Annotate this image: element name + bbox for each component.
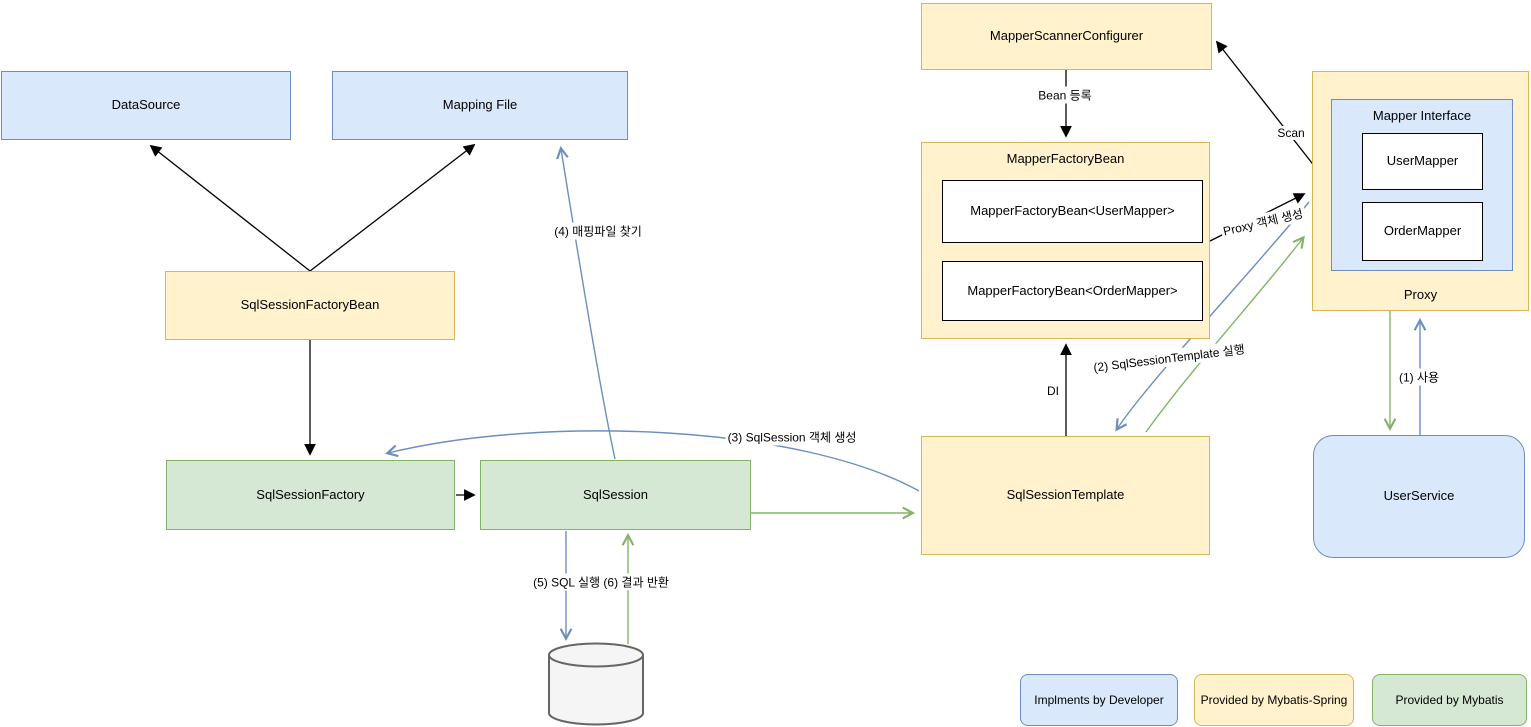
node-proxy: Mapper Interface UserMapper OrderMapper … <box>1312 71 1529 311</box>
node-sql-session-factory: SqlSessionFactory <box>166 460 455 530</box>
node-mapping-file: Mapping File <box>332 71 628 140</box>
edge-label-find-mapping: (4) 매핑파일 찾기 <box>552 222 644 240</box>
edge-label-di: DI <box>1045 384 1061 398</box>
edge-label-use: (1) 사용 <box>1396 368 1442 386</box>
edge-ssfb-to-datasource <box>149 144 311 272</box>
edge-ss-to-mappingfile-find <box>556 145 616 460</box>
node-order-mapper: OrderMapper <box>1362 202 1483 261</box>
node-sql-session: SqlSession <box>480 460 751 530</box>
node-proxy-title: Proxy <box>1403 286 1438 302</box>
node-order-mapper-label: OrderMapper <box>1383 223 1462 239</box>
node-user-mapper-label: UserMapper <box>1386 153 1459 169</box>
node-mapping-file-label: Mapping File <box>442 97 518 113</box>
legend-provided-by-mybatis-spring-label: Provided by Mybatis-Spring <box>1200 693 1348 707</box>
edge-label-sql-exec-result: (5) SQL 실행 (6) 결과 반환 <box>531 573 671 591</box>
node-mapper-interface-title: Mapper Interface <box>1372 108 1472 123</box>
node-mapper-factory-bean-user-label: MapperFactoryBean<UserMapper> <box>970 203 1175 219</box>
node-sql-session-factory-label: SqlSessionFactory <box>256 486 365 502</box>
legend-implemented-by-developer-label: Implments by Developer <box>1034 693 1164 707</box>
edge-sst-to-ssf-session-create <box>385 430 920 492</box>
node-sql-session-factory-bean-label: SqlSessionFactoryBean <box>240 297 380 313</box>
node-mapper-scanner-configurer: MapperScannerConfigurer <box>921 3 1212 70</box>
legend-implemented-by-developer: Implments by Developer <box>1020 674 1178 726</box>
node-mapper-scanner-configurer-label: MapperScannerConfigurer <box>989 28 1144 44</box>
legend-provided-by-mybatis: Provided by Mybatis <box>1372 674 1527 726</box>
node-user-service: UserService <box>1313 435 1525 558</box>
database-cylinder-icon <box>548 642 644 726</box>
legend-provided-by-mybatis-label: Provided by Mybatis <box>1395 693 1504 707</box>
edge-mi-to-msc-scan <box>1215 40 1331 187</box>
node-user-service-label: UserService <box>1383 488 1455 504</box>
edge-label-session-create: (3) SqlSession 객체 생성 <box>725 428 859 446</box>
node-mapper-factory-bean-order: MapperFactoryBean<OrderMapper> <box>942 261 1203 321</box>
node-sql-session-factory-bean: SqlSessionFactoryBean <box>165 271 455 340</box>
node-user-mapper: UserMapper <box>1362 133 1483 190</box>
node-sql-session-template: SqlSessionTemplate <box>921 436 1210 555</box>
legend-provided-by-mybatis-spring: Provided by Mybatis-Spring <box>1194 674 1354 726</box>
edge-label-bean-register: Bean 등록 <box>1036 86 1094 104</box>
node-sql-session-label: SqlSession <box>582 486 649 502</box>
node-mapper-factory-bean-order-label: MapperFactoryBean<OrderMapper> <box>967 282 1178 298</box>
node-datasource-label: DataSource <box>111 97 181 113</box>
node-mapper-factory-bean-title: MapperFactoryBean <box>1006 151 1125 166</box>
node-datasource: DataSource <box>1 71 291 140</box>
node-sql-session-template-label: SqlSessionTemplate <box>1006 487 1125 503</box>
node-mapper-interface: Mapper Interface UserMapper OrderMapper <box>1331 99 1513 271</box>
node-mapper-factory-bean-user: MapperFactoryBean<UserMapper> <box>942 180 1203 243</box>
edge-ssfb-to-mappingfile <box>309 143 476 272</box>
edge-label-scan: Scan <box>1275 126 1307 140</box>
node-mapper-factory-bean: MapperFactoryBean MapperFactoryBean<User… <box>921 142 1210 339</box>
edge-sst-to-proxy <box>1145 235 1305 433</box>
